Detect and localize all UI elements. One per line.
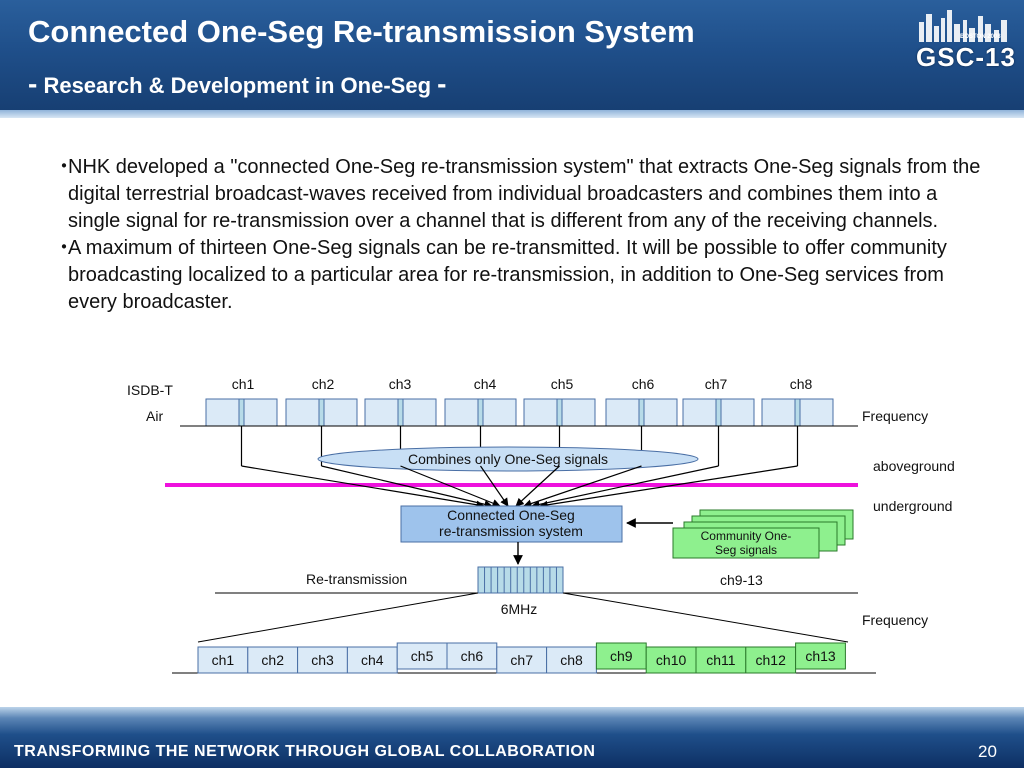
bottom-channel-label: ch1 [212, 652, 235, 668]
bottom-channel-label: ch7 [510, 652, 533, 668]
bullet-item: ・ NHK developed a "connected One-Seg re-… [52, 154, 982, 235]
top-channel-label: ch5 [551, 376, 574, 392]
bottom-channel-block [247, 646, 299, 674]
bottom-channel-block [745, 646, 797, 674]
retransmission-label: Re-transmission [306, 571, 407, 587]
top-channel-label: ch4 [474, 376, 497, 392]
bottom-channel-block [396, 642, 448, 670]
footer-tagline: TRANSFORMING THE NETWORK THROUGH GLOBAL … [14, 743, 596, 760]
gsc-logo [919, 10, 1007, 42]
top-channel-label: ch7 [705, 376, 728, 392]
bottom-channel-label: ch11 [706, 652, 736, 668]
bottom-channel-label: ch9 [610, 648, 633, 664]
subtitle-text: Research & Development in One-Seg [43, 73, 432, 98]
retransmission-diagram: ch1 ch2 ch3 ch4 ch5 ch6 ch7 ch8 ISDB-T Air Freq… [127, 376, 955, 674]
system-label-line1: Connected One-Seg [447, 507, 575, 523]
top-channel-label: ch6 [632, 376, 655, 392]
converge-arrow [515, 465, 560, 507]
bullet-item: ・ A maximum of thirteen One-Seg signals … [52, 235, 982, 316]
bottom-channel-block [197, 646, 249, 674]
bottom-channel-block [446, 642, 498, 670]
system-box [400, 505, 623, 543]
combine-label: Combines only One-Seg signals [408, 451, 608, 467]
bullet-mark: ・ [54, 156, 74, 178]
top-channel-label: ch1 [232, 376, 255, 392]
oneseg-segment [794, 398, 801, 427]
expand-line-left [197, 592, 479, 643]
top-channel-label: ch3 [389, 376, 412, 392]
header-banner [0, 0, 1024, 110]
bottom-channel-block [695, 646, 747, 674]
oneseg-segment [638, 398, 645, 427]
converge-arrow [321, 465, 493, 509]
bottom-channel-label: ch13 [805, 648, 836, 664]
oneseg-segment [715, 398, 722, 427]
footer-banner [0, 707, 1024, 768]
bottom-channel-label: ch5 [411, 648, 434, 664]
subtitle-dash-end: - [437, 68, 447, 99]
bottom-channel-label: ch3 [311, 652, 334, 668]
bandwidth-label: 6MHz [501, 601, 538, 617]
converge-arrow [531, 465, 719, 509]
oneseg-segment [477, 398, 484, 427]
subtitle-dash: - [28, 68, 38, 99]
system-label-line2: re-transmission system [439, 523, 583, 539]
page-number: 20 [978, 742, 997, 761]
isdb-label: ISDB-T [127, 382, 173, 398]
bottom-channel-group: ch1 ch2 ch3 ch4 ch5 ch6 ch7 ch8 ch9 ch10 ch11 ch12 c… [197, 642, 846, 674]
community-box [672, 527, 820, 559]
oneseg-segment [238, 398, 245, 427]
slide-subtitle: - Research & Development in One-Seg - [28, 68, 446, 100]
bullet-mark: ・ [54, 237, 74, 259]
oneseg-segment [556, 398, 563, 427]
converge-arrow [523, 465, 642, 508]
bottom-channel-block [795, 642, 846, 670]
bottom-channel-label: ch2 [261, 652, 284, 668]
combine-ellipse [317, 446, 699, 472]
slide-title: Connected One-Seg Re-transmission System [28, 14, 695, 49]
air-label: Air [146, 408, 163, 424]
bullet-text: A maximum of thirteen One-Seg signals ca… [68, 237, 947, 313]
logo-text: GSC-13 [916, 42, 1016, 72]
spectrum-outline [477, 566, 564, 594]
bottom-channel-label: ch4 [361, 652, 384, 668]
community-label-line2: Seg signals [715, 543, 777, 557]
oneseg-segment [397, 398, 404, 427]
underground-label: underground [873, 498, 952, 514]
bottom-channel-label: ch8 [560, 652, 583, 668]
bottom-channel-label: ch12 [756, 652, 787, 668]
top-channel-group: ch1 ch2 ch3 ch4 ch5 ch6 ch7 ch8 [205, 376, 834, 427]
bottom-channel-label: ch6 [461, 648, 484, 664]
top-channel-label: ch2 [312, 376, 335, 392]
bullet-list: ・ NHK developed a "connected One-Seg re-… [52, 154, 982, 316]
ch9-13-label: ch9-13 [720, 572, 763, 588]
converge-arrow [241, 465, 485, 509]
bottom-channel-block [595, 642, 647, 670]
bottom-channel-block [297, 646, 348, 674]
aboveground-label: aboveground [873, 458, 955, 474]
spectrum-block [477, 566, 564, 594]
bottom-channel-block [496, 646, 548, 674]
converge-arrow [480, 465, 509, 507]
frequency-label-bottom: Frequency [862, 612, 928, 628]
header-stripe [0, 110, 1024, 118]
frequency-label-top: Frequency [862, 408, 928, 424]
converge-arrow [539, 465, 798, 509]
logo-city-text: BOSTON 2008 [960, 34, 1001, 40]
converge-arrow [400, 465, 501, 508]
bottom-channel-label: ch10 [656, 652, 687, 668]
oneseg-segment [318, 398, 325, 427]
converge-arrow-group [241, 465, 798, 509]
bullet-text: NHK developed a "connected One-Seg re-tr… [68, 156, 981, 232]
community-label-line1: Community One- [701, 529, 792, 543]
top-channel-label: ch8 [790, 376, 813, 392]
expand-line-right [562, 592, 849, 643]
